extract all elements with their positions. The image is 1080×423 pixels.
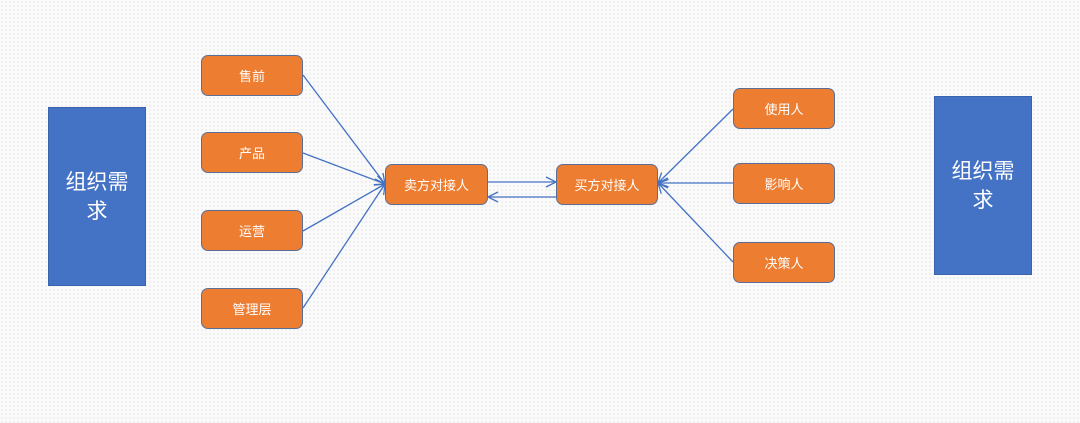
node-decider-label: 决策人 [764,257,804,272]
node-operations-label: 运营 [238,225,265,240]
organization-needs-left-label: 组织需求 [65,169,129,223]
node-decider: 决策人 [733,242,835,283]
node-influencer: 影响人 [733,163,835,204]
node-product: 产品 [201,132,303,173]
connector-user-to-buyer [658,108,734,183]
node-operations: 运营 [201,210,303,251]
node-product-label: 产品 [238,147,265,162]
node-presales: 售前 [201,55,303,96]
connector-product-to-seller [302,152,385,184]
node-presales-label: 售前 [238,70,265,85]
organization-needs-right-block: 组织需求 [934,96,1032,275]
connector-management-to-seller [302,184,385,309]
node-influencer-label: 影响人 [764,178,804,193]
node-buyer-contact: 买方对接人 [556,164,658,205]
node-management: 管理层 [201,288,303,329]
node-seller-contact: 卖方对接人 [385,164,488,205]
organization-needs-left-block: 组织需求 [48,107,146,286]
node-user-label: 使用人 [764,103,804,118]
connector-decider-to-buyer [658,183,734,263]
node-management-label: 管理层 [232,303,272,318]
organization-needs-right-label: 组织需求 [951,158,1015,212]
connector-presales-to-seller [302,74,385,184]
node-seller-contact-label: 卖方对接人 [403,179,469,194]
connector-operations-to-seller [302,184,385,232]
node-buyer-contact-label: 买方对接人 [574,179,640,194]
node-user: 使用人 [733,88,835,129]
